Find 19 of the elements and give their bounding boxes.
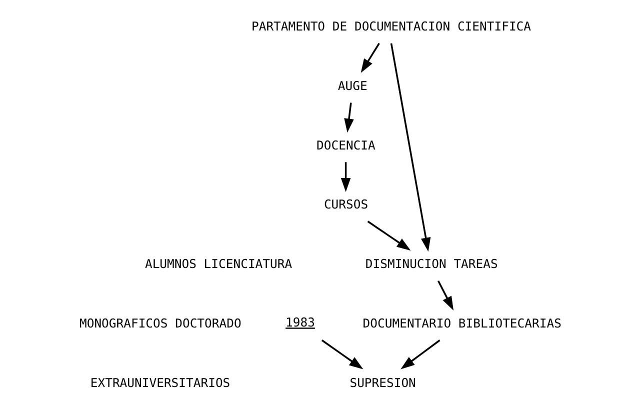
arrow <box>321 340 364 370</box>
node-text: DOCENCIA <box>316 138 376 152</box>
node-text: 1983 <box>286 316 315 330</box>
arrow <box>360 42 380 73</box>
arrow <box>340 162 351 192</box>
node-text: CURSOS <box>324 198 368 212</box>
node-text: DISMINUCION TAREAS <box>365 257 498 272</box>
label: EXTRAUNIVERSITARIOS <box>90 376 230 390</box>
arrow <box>390 43 431 252</box>
node-text: SUPRESION <box>350 376 416 390</box>
label: MONOGRAFICOS DOCTORADO <box>79 316 242 330</box>
node-text: AUGE <box>338 78 368 93</box>
label: ALUMNOS LICENCIATURA <box>144 257 292 272</box>
arrow <box>400 340 440 370</box>
arrow <box>438 280 454 310</box>
arrow <box>367 220 411 251</box>
node-text: PARTAMENTO DE DOCUMENTACION CIENTIFICA <box>251 20 532 34</box>
arrow <box>344 102 354 133</box>
node-text: DOCUMENTARIO BIBLIOTECARIAS <box>362 316 562 330</box>
